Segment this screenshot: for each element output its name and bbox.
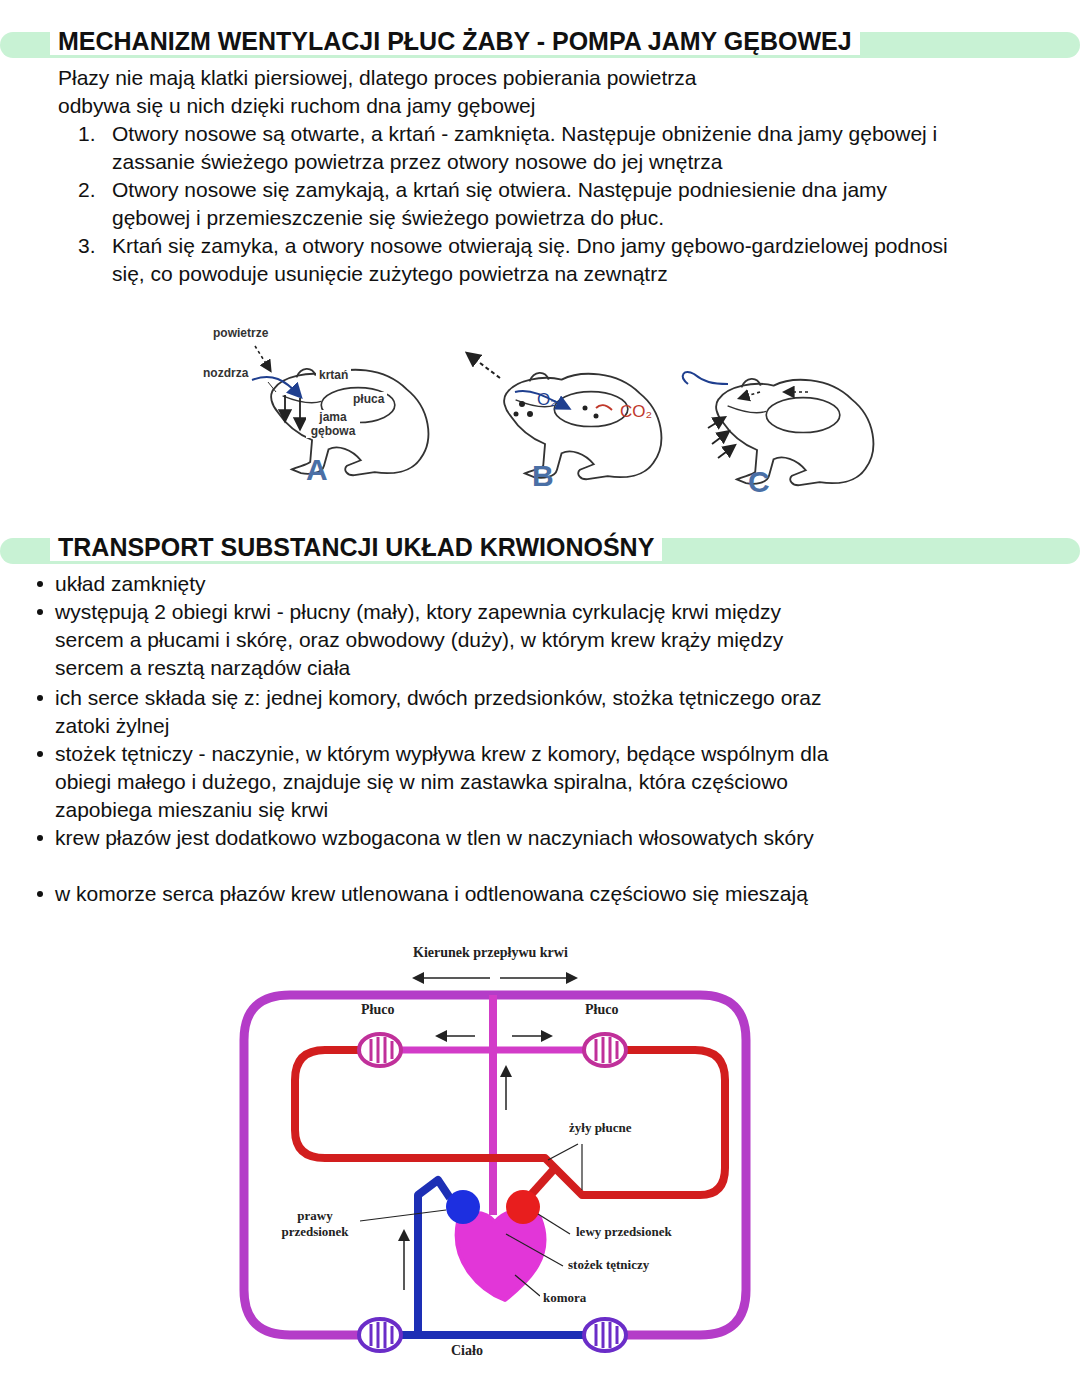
leader-line — [268, 382, 276, 392]
push-arrow — [708, 418, 724, 428]
bullet-text: układ zamknięty — [55, 570, 835, 598]
part-label: powietrze — [210, 326, 271, 340]
push-arrow — [718, 446, 734, 458]
floor-arrow — [284, 395, 286, 420]
bullet-text: występują 2 obiegi krwi - płucny (mały),… — [55, 598, 845, 682]
air-out-arrow — [785, 391, 808, 393]
part-label: komora — [540, 1290, 589, 1306]
list-number: 2. — [78, 176, 108, 204]
bullet-text: ich serce składa się z: jednej komory, d… — [55, 684, 845, 740]
organ-label: Płuco — [582, 1001, 621, 1018]
diagram-caption: Kierunek przepływu krwi — [413, 944, 568, 961]
frog-c — [716, 379, 873, 485]
gas-label: O₂ — [537, 390, 557, 410]
part-label: prawy przedsionek — [270, 1208, 360, 1240]
co2-curl — [596, 405, 612, 410]
panel-letter: B — [532, 462, 554, 490]
list-number: 3. — [78, 232, 108, 260]
part-label: jama gębowa — [306, 410, 360, 438]
list-number: 1. — [78, 120, 108, 148]
air-curl — [683, 372, 728, 384]
part-label: Ciało — [451, 1342, 483, 1359]
floor-arrow — [299, 398, 301, 428]
air-out-arrow — [740, 392, 760, 398]
intro-text: Płazy nie mają klatki piersiowej, dlateg… — [58, 64, 698, 120]
air-out-arrow — [468, 354, 500, 378]
push-arrow — [712, 432, 728, 444]
list-item: Krtań się zamyka, a otwory nosowe otwier… — [112, 232, 972, 288]
bullet-text: krew płazów jest dodatkowo wzbogacona w … — [55, 824, 845, 852]
frog-a — [271, 369, 428, 475]
organ-label: Płuco — [358, 1001, 397, 1018]
list-item: Otwory nosowe się zamykają, a krtań się … — [112, 176, 962, 232]
circulation-diagram — [244, 978, 746, 1351]
panel-letter: A — [306, 456, 328, 484]
air-arrow — [255, 346, 270, 370]
part-label: płuca — [350, 392, 387, 406]
part-label: krtań — [316, 368, 351, 382]
panel-letter: C — [748, 468, 770, 496]
section-heading: TRANSPORT SUBSTANCJI UKŁAD KRWIONOŚNY — [50, 533, 662, 561]
air-flow-arrow — [252, 377, 300, 396]
part-label: nozdrza — [200, 366, 251, 380]
part-label: lewy przedsionek — [573, 1224, 675, 1240]
part-label: stożek tętniczy — [565, 1257, 652, 1273]
gas-label: CO₂ — [620, 402, 652, 422]
page-heading: MECHANIZM WENTYLACJI PŁUC ŻABY - POMPA J… — [50, 27, 860, 55]
bullet-dots — [37, 581, 43, 897]
frog-b — [504, 373, 661, 479]
bullet-text: w komorze serca płazów krew utlenowana i… — [55, 880, 845, 908]
bullet-text: stożek tętniczy - naczynie, w którym wyp… — [55, 740, 845, 824]
part-label: żyły płucne — [566, 1120, 634, 1136]
list-item: Otwory nosowe są otwarte, a krtań - zamk… — [112, 120, 962, 176]
